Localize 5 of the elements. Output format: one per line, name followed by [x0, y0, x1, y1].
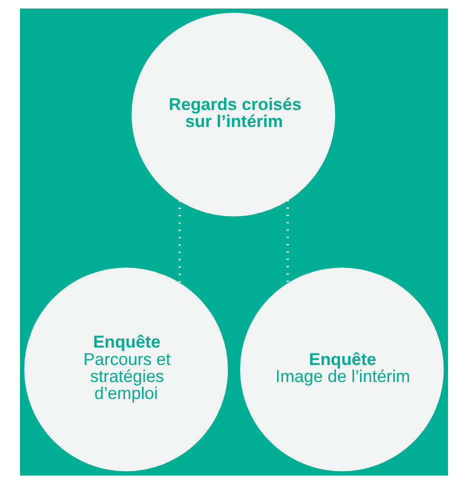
node-circle: Enquête Parcours et stratégies d’emploi	[24, 268, 228, 472]
connector	[178, 200, 180, 284]
node-circle: Regards croisés sur l’intérim	[131, 12, 335, 216]
node-circle: Enquête Image de l’intérim	[240, 268, 444, 472]
connector	[286, 200, 288, 284]
